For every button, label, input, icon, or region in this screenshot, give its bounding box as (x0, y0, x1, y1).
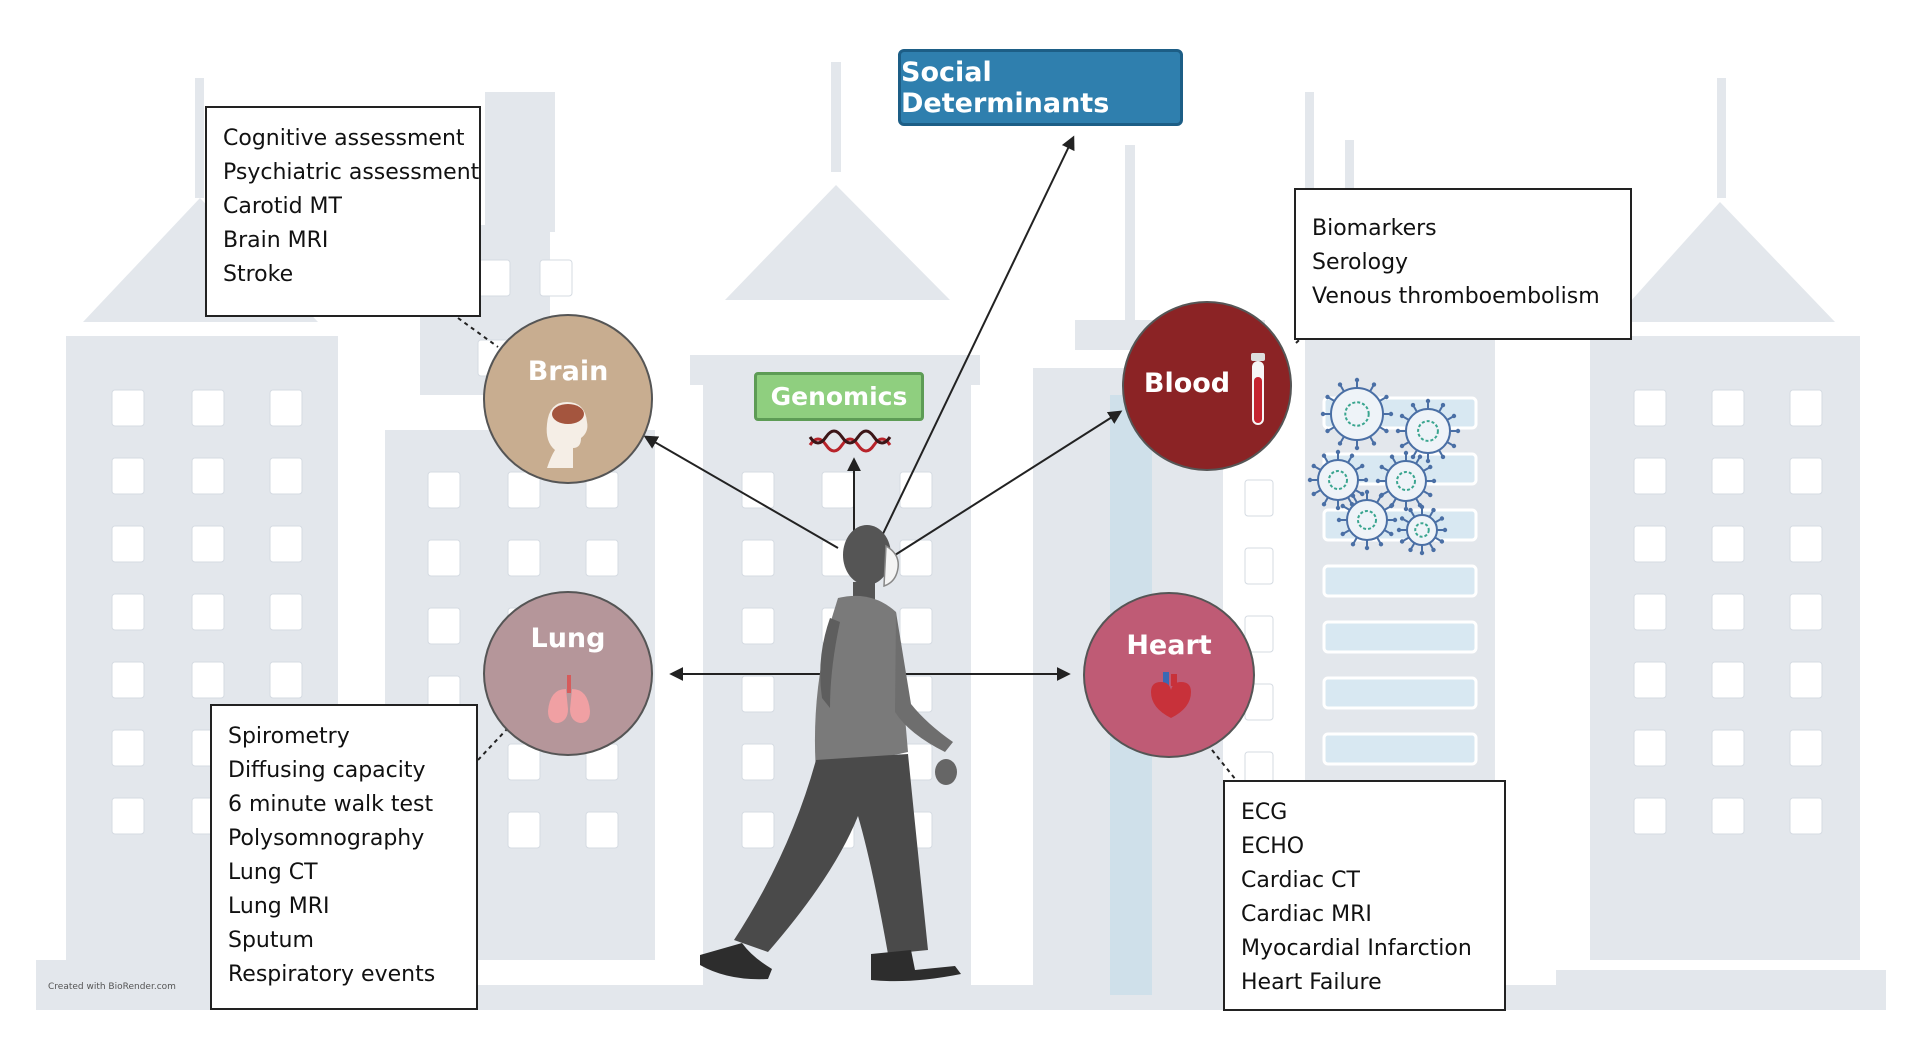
heart-assessment-item: Cardiac MRI (1241, 902, 1372, 927)
heart-assessment-item: Heart Failure (1241, 970, 1382, 995)
lung-assessment-item: Polysomnography (228, 826, 425, 851)
heart-assessment-item: Cardiac CT (1241, 868, 1360, 893)
virus-icon (1307, 377, 1461, 556)
lung-label: Lung (530, 623, 606, 654)
dna-icon (808, 429, 892, 453)
heart-label: Heart (1126, 630, 1212, 661)
blood-assessment-item: Venous thromboembolism (1312, 284, 1600, 309)
brain-assessment-item: Stroke (223, 262, 294, 287)
walking-person-icon (700, 525, 961, 982)
heart-organ-icon (1151, 672, 1191, 718)
social-determinants-title: Social Determinants (898, 49, 1183, 126)
brain-node: Brain (483, 314, 653, 484)
lungs-icon (548, 675, 590, 723)
lung-assessment-item: Respiratory events (228, 962, 436, 987)
genomics-label: Genomics (754, 372, 924, 421)
heart-assessments-box: ECG ECHO Cardiac CT Cardiac MRI Myocardial I… (1223, 780, 1506, 1011)
blood-node: Blood (1122, 301, 1292, 471)
brain-assessment-item: Psychiatric assessment (223, 160, 480, 185)
brain-assessment-item: Cognitive assessment (223, 126, 465, 151)
heart-node: Heart (1083, 592, 1255, 758)
head-brain-icon (546, 402, 588, 468)
lung-assessment-item: Sputum (228, 928, 314, 953)
blood-assessment-item: Serology (1312, 250, 1409, 275)
lung-assessment-item: Spirometry (228, 724, 350, 749)
lung-node: Lung (483, 591, 653, 756)
blood-tube-icon (1251, 353, 1265, 425)
lung-assessment-item: Lung MRI (228, 894, 330, 919)
blood-label: Blood (1143, 368, 1231, 399)
brain-assessment-item: Carotid MT (223, 194, 342, 219)
brain-label: Brain (527, 356, 609, 387)
lung-assessment-item: Lung CT (228, 860, 318, 885)
credit-text: Created with BioRender.com (48, 982, 176, 992)
heart-assessment-item: ECHO (1241, 834, 1305, 859)
brain-assessment-item: Brain MRI (223, 228, 329, 253)
lung-assessment-item: Diffusing capacity (228, 758, 426, 783)
heart-assessment-item: ECG (1241, 800, 1288, 825)
lung-assessment-item: 6 minute walk test (228, 792, 434, 817)
blood-assessment-item: Biomarkers (1312, 216, 1437, 241)
heart-assessment-item: Myocardial Infarction (1241, 936, 1472, 961)
